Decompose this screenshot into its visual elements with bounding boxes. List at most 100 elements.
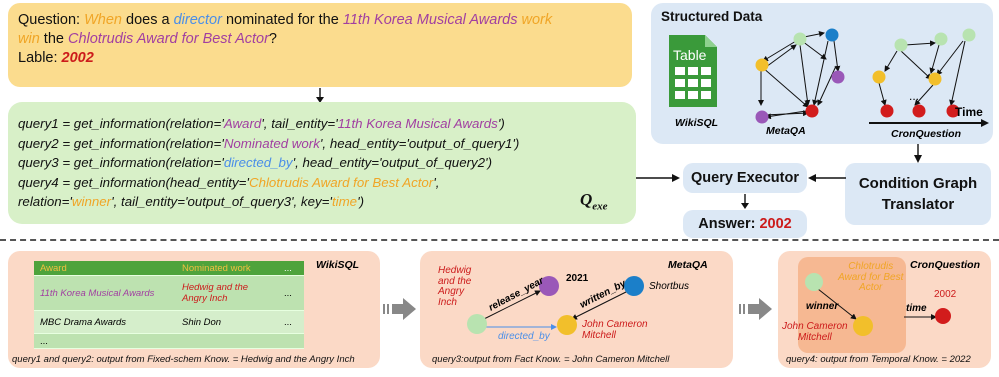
transition-arrow-icon [383, 298, 416, 320]
directed-by-edge: directed_by [498, 331, 550, 342]
metaqa-graph [755, 28, 845, 124]
translator-line-1: Condition Graph [858, 175, 978, 192]
table-cell: Shin Don [176, 310, 278, 334]
table-cell: ... [278, 275, 304, 311]
transition-arrow-icon [739, 298, 772, 320]
metaqa-panel-title: MetaQA [668, 259, 708, 271]
query-executor-box: Query Executor [683, 163, 807, 193]
graph-node [831, 70, 845, 84]
question-line-1: Question: When does a director nominated… [18, 11, 622, 30]
graph-node [825, 28, 839, 42]
shortbus-node [624, 276, 644, 296]
question-segment: When [84, 12, 122, 28]
cron-panel-title: CronQuestion [910, 259, 980, 271]
translator-line-2: Translator [881, 196, 955, 213]
table-row: ... [34, 333, 304, 349]
down-arrow-icon [316, 88, 324, 103]
wikisql-table: Award Nominated work ... 11th Korea Musi… [34, 261, 304, 349]
table-cell [176, 333, 278, 349]
structured-data-title: Structured Data [661, 9, 763, 24]
question-segment: does a [121, 12, 174, 28]
question-part: When does a director nominated for the 1… [84, 12, 552, 28]
question-prefix: Question: [18, 12, 85, 28]
year-label: 2021 [566, 273, 589, 284]
table-cell [278, 333, 304, 349]
cron-caption: query4: output from Temporal Know. = 202… [786, 354, 971, 365]
section-divider [0, 239, 999, 241]
query-line-3: query3 = get_information(relation='direc… [18, 155, 493, 170]
translator-box: Condition Graph Translator [845, 163, 991, 225]
table-icon-label: Table [673, 47, 707, 63]
question-segment: win [18, 31, 40, 47]
wikisql-panel-title: WikiSQL [316, 259, 360, 271]
answer-label: Answer: [698, 216, 760, 232]
graph-node [805, 104, 819, 118]
cronquestion-label: CronQuestion [891, 128, 961, 140]
query-line-4: query4 = get_information(head_entity='Ch… [18, 174, 440, 190]
question-segment: director [173, 12, 222, 28]
table-cell: ... [278, 310, 304, 334]
question-line-2: win the Chlotrudis Award for Best Actor? [18, 30, 622, 49]
query-box: query1 = get_information(relation='Award… [8, 102, 636, 224]
table-row: MBC Drama Awards Shin Don ... [34, 310, 304, 334]
wikisql-label: WikiSQL [675, 117, 719, 129]
graph-node [793, 32, 807, 46]
graph-node [755, 58, 769, 72]
question-box: Question: When does a director nominated… [8, 3, 632, 87]
cronquestion-graph [869, 28, 989, 127]
answer-value: 2002 [759, 216, 792, 232]
question-segment: ? [268, 31, 277, 47]
structured-data-box: Structured Data Table WikiSQL [651, 3, 993, 144]
cron-temporal-graph [805, 273, 951, 336]
label-prefix: Lable: [18, 50, 62, 66]
table-cell: 11th Korea Musical Awards [34, 275, 176, 311]
answer-box: Answer: 2002 [683, 210, 807, 238]
table-row: 11th Korea Musical Awards Hedwig and the… [34, 275, 304, 311]
table-cell: Hedwig and the Angry Inch [176, 275, 278, 311]
query-executor-label: Query Executor [691, 170, 799, 186]
table-icon [669, 35, 717, 107]
left-arrow-icon [808, 174, 846, 182]
question-segment: Chlotrudis Award for Best Actor [67, 31, 269, 47]
cron-ellipsis: ... [909, 89, 920, 103]
winner-edge: winner [806, 301, 839, 312]
question-segment: nominated for the [221, 12, 343, 28]
wikisql-caption: query1 and query2: output from Fixed-sch… [12, 354, 355, 365]
table-header: Nominated work [176, 261, 278, 276]
question-segment: 11th Korea Musical Awards [342, 12, 518, 28]
query-line-2: query2 = get_information(relation='Nomin… [18, 135, 520, 151]
year-node [539, 276, 559, 296]
table-header: ... [278, 261, 304, 276]
query-line-1: query1 = get_information(relation='Award… [18, 116, 505, 131]
label-line: Lable: 2002 [18, 49, 622, 68]
time-edge: time [906, 303, 927, 314]
hedwig-node [467, 314, 487, 334]
graph-node [755, 110, 769, 124]
shortbus-label: Shortbus [649, 281, 690, 292]
metaqa-label: MetaQA [766, 125, 806, 137]
down-arrow-icon [741, 194, 749, 209]
right-arrow-icon [636, 174, 680, 182]
table-header: Award [34, 261, 176, 276]
metaqa-fact-graph [467, 276, 644, 335]
query-line-5: relation='winner', tail_entity='output_o… [18, 194, 365, 209]
table-header-row: Award Nominated work ... [34, 261, 304, 276]
table-cell: MBC Drama Awards [34, 310, 176, 334]
john-node [557, 315, 577, 335]
wikisql-panel: WikiSQL Award Nominated work ... 11th Ko… [8, 251, 380, 368]
down-arrow-icon [914, 143, 922, 163]
time-axis-label: Time [955, 105, 983, 119]
metaqa-caption: query3:output from Fact Know. = John Cam… [432, 354, 670, 365]
cron-highlight [798, 257, 906, 353]
table-cell: ... [34, 333, 176, 349]
label-value: 2002 [61, 50, 94, 66]
cron-year-label: 2002 [934, 289, 957, 300]
qexe-symbol: Qexe [580, 190, 608, 213]
question-segment: the [39, 31, 68, 47]
